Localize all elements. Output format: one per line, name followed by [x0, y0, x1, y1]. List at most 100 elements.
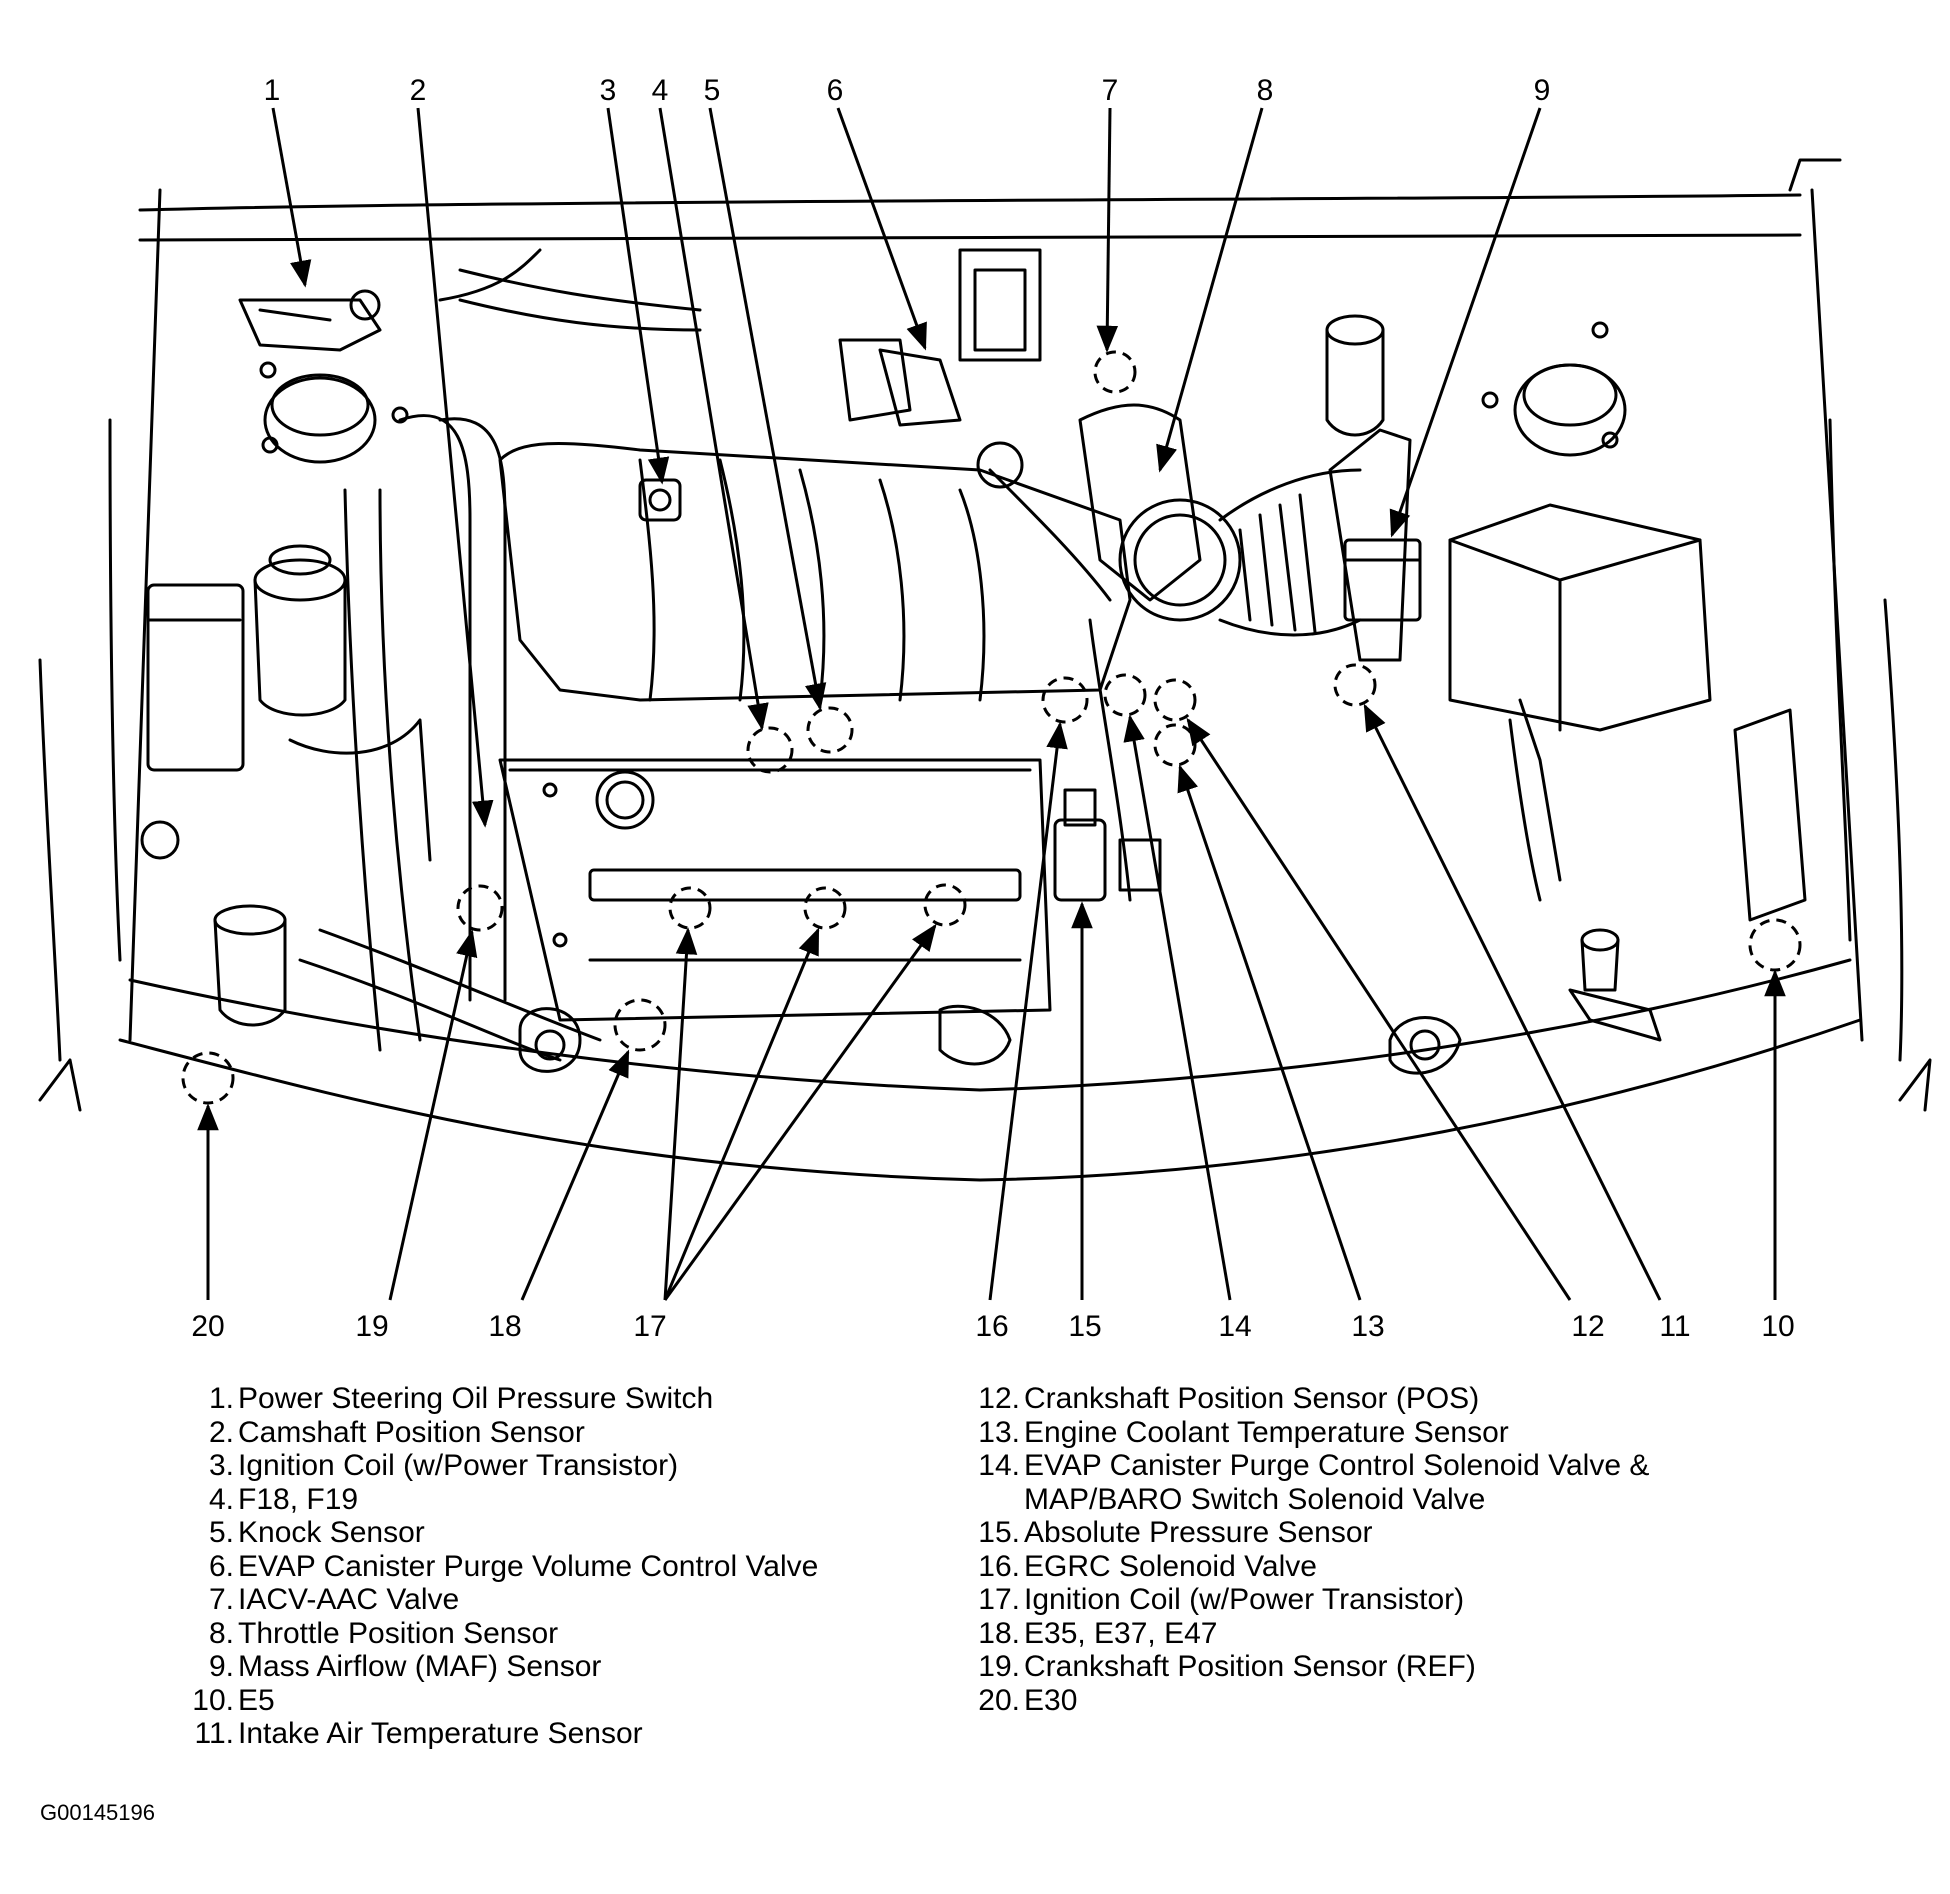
leader-2: [416, 107, 494, 828]
legend-right: 12.Crankshaft Position Sensor (POS) 13.E…: [968, 1382, 1649, 1717]
legend-item: 13.Engine Coolant Temperature Sensor: [968, 1416, 1649, 1450]
legend-text: Absolute Pressure Sensor: [1024, 1516, 1373, 1549]
marker-5b: [806, 706, 854, 754]
legend-item: 8.Throttle Position Sensor: [182, 1617, 818, 1651]
marker-11: [1333, 663, 1377, 707]
callout-7: 7: [1102, 74, 1119, 107]
marker-16: [1041, 676, 1089, 724]
legend-number: 4.: [208, 1482, 234, 1516]
legend-text: Intake Air Temperature Sensor: [238, 1717, 643, 1750]
legend-text: Mass Airflow (MAF) Sensor: [238, 1650, 602, 1683]
callout-numbers: 1 2 3 4 5 6 7 8 9 20 19 18 17 16 15 14 1…: [191, 74, 1794, 1343]
legend-text: F18, F19: [238, 1482, 359, 1516]
callout-9: 9: [1534, 74, 1551, 107]
callout-1: 1: [264, 74, 281, 107]
leader-17a: [663, 927, 698, 1301]
legend-item: 10.E5: [182, 1684, 818, 1718]
leader-4: [658, 107, 769, 731]
legend-item: 4.F18, F19: [182, 1483, 818, 1517]
legend-text: EVAP Canister Purge Volume Control Valve: [238, 1549, 819, 1583]
engine-bay-diagram: 1 2 3 4 5 6 7 8 9 20 19 18 17 16 15 14 1…: [38, 74, 1932, 1343]
legend-text: Engine Coolant Temperature Sensor: [1024, 1415, 1509, 1449]
leader-19: [388, 929, 478, 1301]
legend-number: 11.: [194, 1717, 234, 1750]
legend-text: Power Steering Oil Pressure Switch: [238, 1382, 714, 1415]
legend-item: 5.Knock Sensor: [182, 1516, 818, 1550]
legend-text: Camshaft Position Sensor: [238, 1415, 585, 1449]
callout-17: 17: [633, 1310, 666, 1343]
leader-3: [606, 107, 670, 485]
legend-item: 20.E30: [968, 1684, 1649, 1718]
legend-item: 7.IACV-AAC Valve: [182, 1583, 818, 1617]
legend-number: 13.: [978, 1415, 1020, 1449]
callout-8: 8: [1257, 74, 1274, 107]
legend-text: E30: [1024, 1683, 1078, 1717]
callout-19: 19: [355, 1310, 388, 1343]
legend-number: 3.: [208, 1449, 234, 1482]
callout-10: 10: [1761, 1310, 1794, 1343]
legend-item: 14.EVAP Canister Purge Control Solenoid …: [968, 1449, 1649, 1483]
callout-11: 11: [1659, 1310, 1690, 1343]
legend-item: 12.Crankshaft Position Sensor (POS): [968, 1382, 1649, 1416]
legend-text: Crankshaft Position Sensor (POS): [1024, 1382, 1480, 1415]
callout-20: 20: [191, 1310, 224, 1343]
legend-item: 19.Crankshaft Position Sensor (REF): [968, 1650, 1649, 1684]
legend-text: E35, E37, E47: [1024, 1616, 1218, 1650]
leader-17c: [663, 923, 937, 1301]
legend-text: Crankshaft Position Sensor (REF): [1024, 1650, 1476, 1683]
marker-17a: [668, 886, 712, 930]
legend-item: 16.EGRC Solenoid Valve: [968, 1550, 1649, 1584]
legend-number: 5.: [208, 1516, 234, 1549]
callout-6: 6: [827, 74, 844, 107]
callout-14: 14: [1218, 1310, 1251, 1343]
legend-number: 18.: [978, 1616, 1020, 1650]
marker-7: [1093, 350, 1137, 394]
leader-9: [1389, 107, 1542, 538]
legend-item: 3.Ignition Coil (w/Power Transistor): [182, 1449, 818, 1483]
callout-5: 5: [704, 74, 721, 107]
legend-number: 12.: [978, 1382, 1020, 1415]
legend-text: E5: [238, 1683, 275, 1717]
legend-item: 17.Ignition Coil (w/Power Transistor): [968, 1583, 1649, 1617]
legend-text: Throttle Position Sensor: [238, 1616, 559, 1650]
callout-12: 12: [1571, 1310, 1604, 1343]
leader-5: [708, 107, 827, 711]
legend-number: 16.: [978, 1549, 1020, 1583]
leader-16: [988, 721, 1068, 1301]
leader-1: [271, 107, 312, 288]
legend-number: 9.: [208, 1650, 234, 1683]
legend-item: 6.EVAP Canister Purge Volume Control Val…: [182, 1550, 818, 1584]
legend-number: 6.: [208, 1549, 234, 1583]
legend-number: 1.: [208, 1382, 234, 1415]
legend-number: 2.: [208, 1415, 234, 1449]
legend-text: Knock Sensor: [238, 1516, 425, 1549]
callout-15: 15: [1068, 1310, 1101, 1343]
legend-number: 20.: [978, 1683, 1020, 1717]
legend-text: EVAP Canister Purge Control Solenoid Val…: [1024, 1449, 1650, 1482]
marker-19: [456, 884, 504, 932]
legend-left: 1.Power Steering Oil Pressure Switch 2.C…: [182, 1382, 818, 1751]
leader-7: [1096, 107, 1119, 353]
marker-17c: [923, 883, 967, 927]
location-markers: [181, 350, 1802, 1105]
marker-12: [1153, 678, 1197, 722]
legend-number: 7.: [208, 1583, 234, 1616]
leader-12: [1186, 717, 1572, 1301]
marker-18: [613, 998, 667, 1052]
legend-item: 1.Power Steering Oil Pressure Switch: [182, 1382, 818, 1416]
callout-16: 16: [975, 1310, 1008, 1343]
leader-14: [1123, 714, 1232, 1301]
legend-item: 11.Intake Air Temperature Sensor: [182, 1717, 818, 1751]
legend-item: 2.Camshaft Position Sensor: [182, 1416, 818, 1450]
callout-18: 18: [488, 1310, 521, 1343]
legend-number: 19.: [978, 1650, 1020, 1683]
figure-id: G00145196: [40, 1800, 155, 1825]
callout-2: 2: [410, 74, 427, 107]
legend-number: [968, 1483, 1020, 1517]
legend-item: 9.Mass Airflow (MAF) Sensor: [182, 1650, 818, 1684]
callout-13: 13: [1351, 1310, 1384, 1343]
callout-3: 3: [600, 74, 617, 107]
legend-text: Ignition Coil (w/Power Transistor): [1024, 1583, 1465, 1616]
engine-bay-artwork: [38, 158, 1932, 1182]
marker-17b: [803, 886, 847, 930]
